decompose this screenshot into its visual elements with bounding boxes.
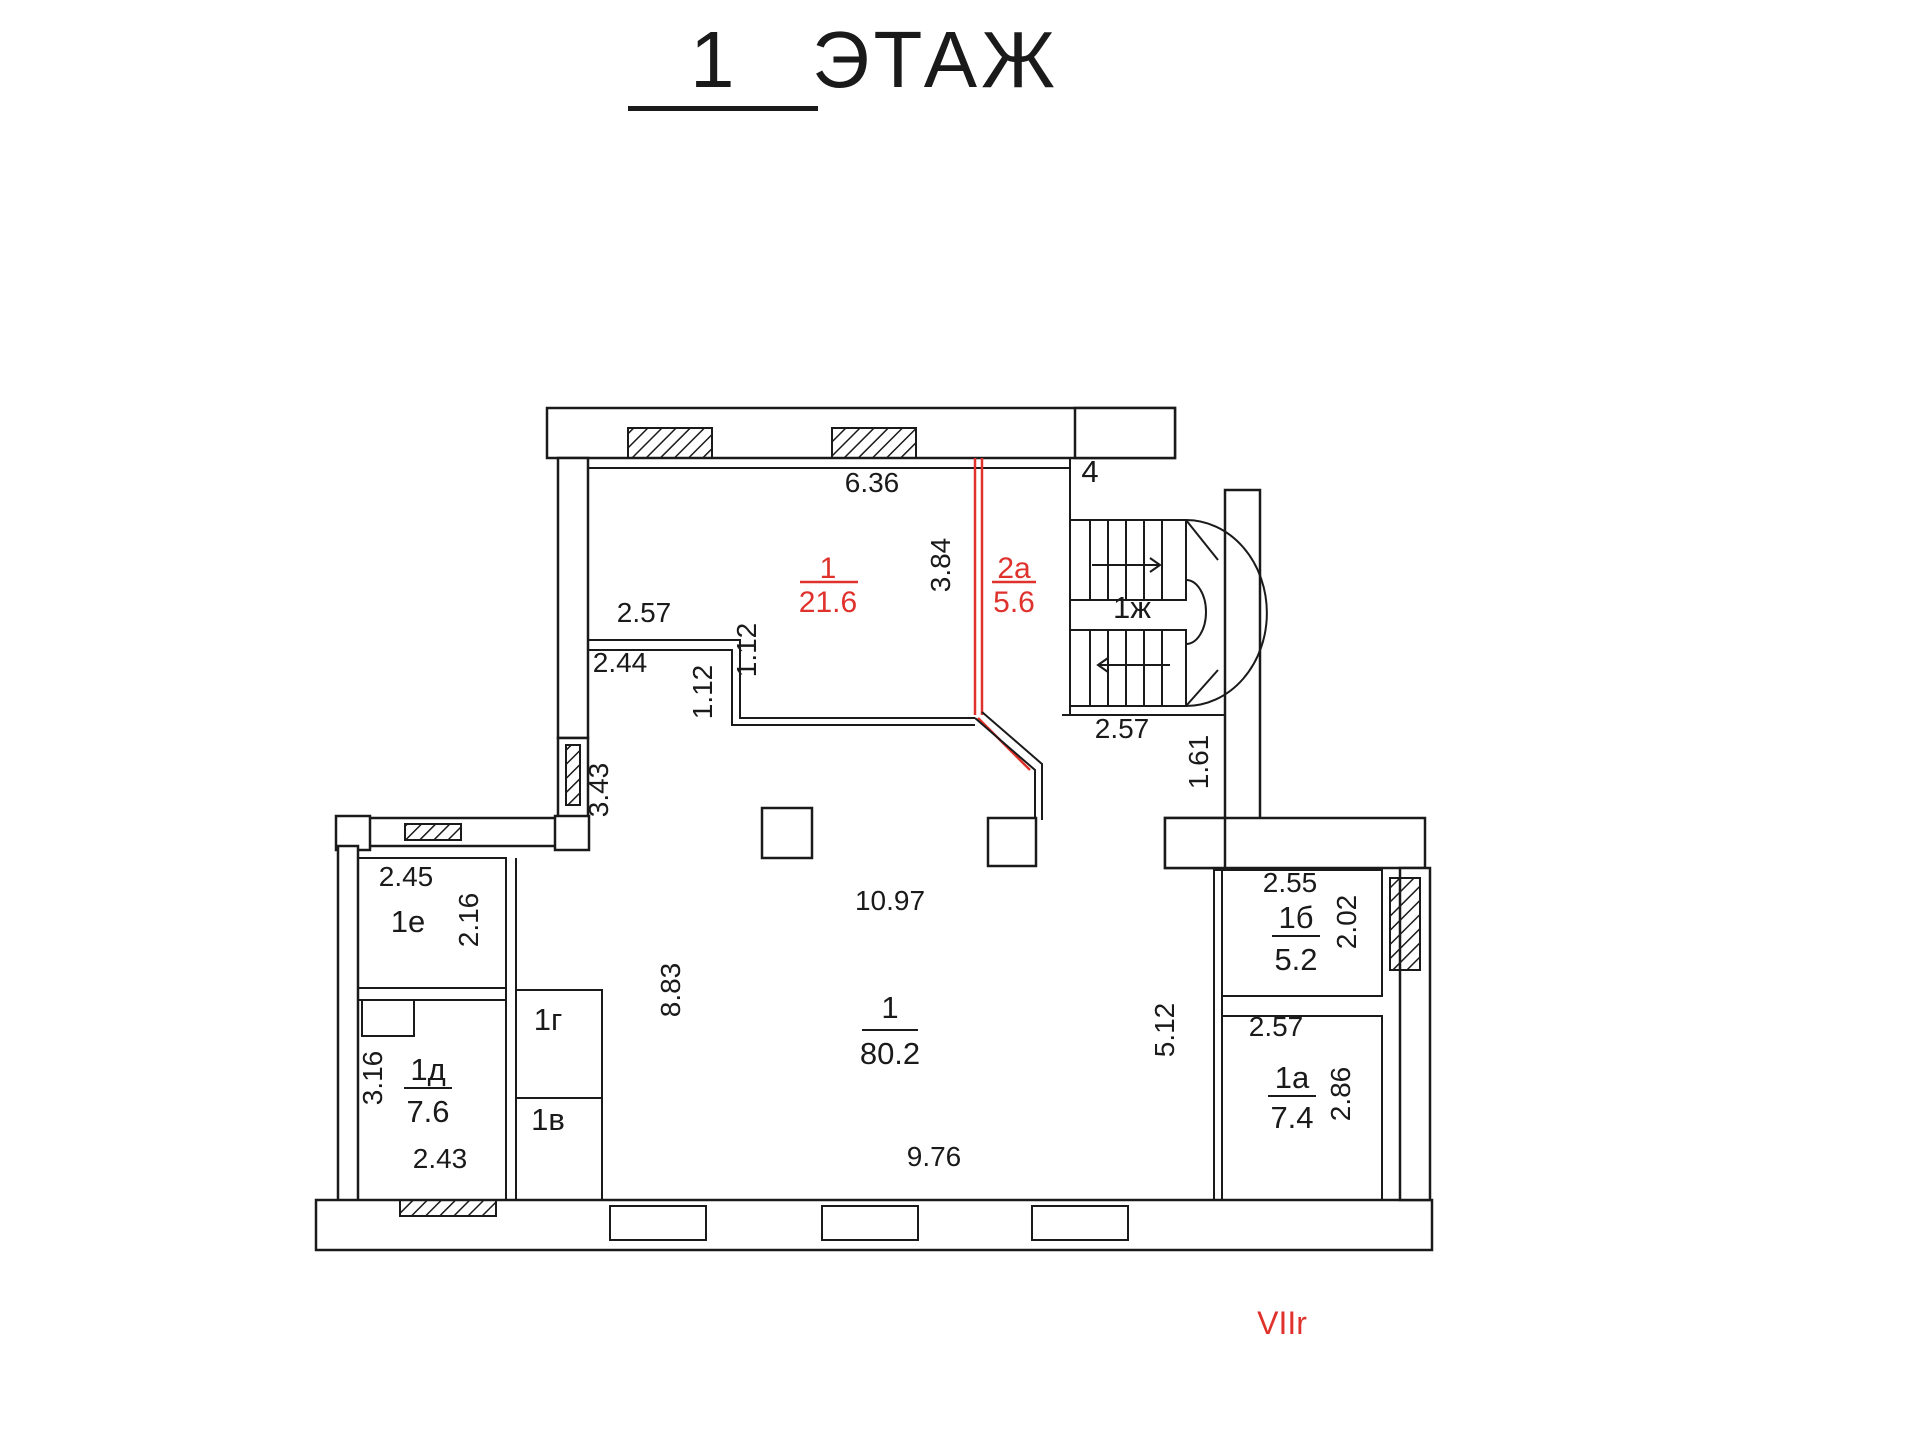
room-1b-area: 5.2 <box>1274 942 1317 977</box>
top-right-block <box>1073 406 1177 460</box>
left-upper-wall <box>556 456 590 740</box>
room-2-area: 21.6 <box>799 586 857 619</box>
outer-walls <box>314 406 1434 1252</box>
room-1-area: 80.2 <box>860 1036 920 1071</box>
floor-underline <box>628 106 818 111</box>
dim-2-43: 2.43 <box>413 1143 468 1174</box>
room-2-id: 1 <box>820 552 837 585</box>
dim-10-97: 10.97 <box>855 885 925 916</box>
column-1 <box>760 806 814 860</box>
dim-2-86: 2.86 <box>1325 1067 1356 1122</box>
axis-label: VIIr <box>1257 1305 1307 1341</box>
dim-1-12-b: 1.12 <box>731 623 762 678</box>
dim-3-84: 3.84 <box>925 538 956 593</box>
left-wing-corner-2 <box>553 814 591 852</box>
floor-number: 1 <box>690 15 737 104</box>
room-1e-id: 1е <box>391 904 425 939</box>
dim-2-16: 2.16 <box>453 893 484 948</box>
staircase <box>1069 519 1268 707</box>
room-1v-id: 1в <box>531 1102 565 1137</box>
room-labels: 1 21.6 2а 5.6 1 80.2 1б 5.2 1а 7.4 1д 7.… <box>391 454 1320 1137</box>
right-hatch <box>1389 877 1421 971</box>
left-wing-window <box>404 823 462 841</box>
bottom-window-1 <box>609 1205 707 1241</box>
dim-9-76: 9.76 <box>907 1141 962 1172</box>
top-window-2 <box>831 427 917 459</box>
room-4-id: 4 <box>1081 454 1098 489</box>
room-1d-area: 7.6 <box>406 1094 449 1129</box>
dim-2-55: 2.55 <box>1263 867 1318 898</box>
room-1a-area: 7.4 <box>1270 1100 1313 1135</box>
bottom-hatch <box>399 1199 497 1217</box>
room-1-id: 1 <box>881 990 898 1025</box>
dim-1-12-a: 1.12 <box>687 665 718 720</box>
dim-3-43: 3.43 <box>583 763 614 818</box>
floor-title: 1 ЭТАЖ <box>0 0 1920 140</box>
dimension-labels: 6.36 3.84 2.57 2.44 1.12 1.12 3.43 2.57 … <box>357 467 1362 1174</box>
room-1d-id: 1д <box>410 1052 445 1087</box>
room-2a-id: 2а <box>997 552 1031 585</box>
room-2a-area: 5.6 <box>993 586 1035 619</box>
room-1b-id: 1б <box>1279 900 1314 935</box>
top-window-1 <box>627 427 713 459</box>
floor-word: ЭТАЖ <box>812 15 1059 104</box>
dim-3-16: 3.16 <box>357 1051 388 1106</box>
room-1g-id: 1г <box>534 1002 563 1037</box>
dim-1-61: 1.61 <box>1183 735 1214 790</box>
dim-6-36: 6.36 <box>845 467 900 498</box>
column-2 <box>986 816 1038 868</box>
dim-5-12: 5.12 <box>1149 1003 1180 1058</box>
room-1zh-id: 1ж <box>1113 590 1151 625</box>
bottom-window-2 <box>821 1205 919 1241</box>
left-middle-hatch <box>565 744 581 806</box>
left-wing-corner <box>334 814 372 852</box>
room-1a-id: 1а <box>1275 1060 1310 1095</box>
stair-right-wall <box>1223 488 1262 822</box>
dim-2-45: 2.45 <box>379 861 434 892</box>
dim-2-57-c: 2.57 <box>1249 1011 1304 1042</box>
dim-2-57-a: 2.57 <box>617 597 672 628</box>
dim-2-57-b: 2.57 <box>1095 713 1150 744</box>
bottom-window-3 <box>1031 1205 1129 1241</box>
dim-2-44: 2.44 <box>593 647 648 678</box>
dim-8-83: 8.83 <box>655 963 686 1018</box>
left-wing-top-wall <box>336 816 590 848</box>
dim-2-02: 2.02 <box>1331 895 1362 950</box>
left-wing-wall <box>336 844 360 1206</box>
